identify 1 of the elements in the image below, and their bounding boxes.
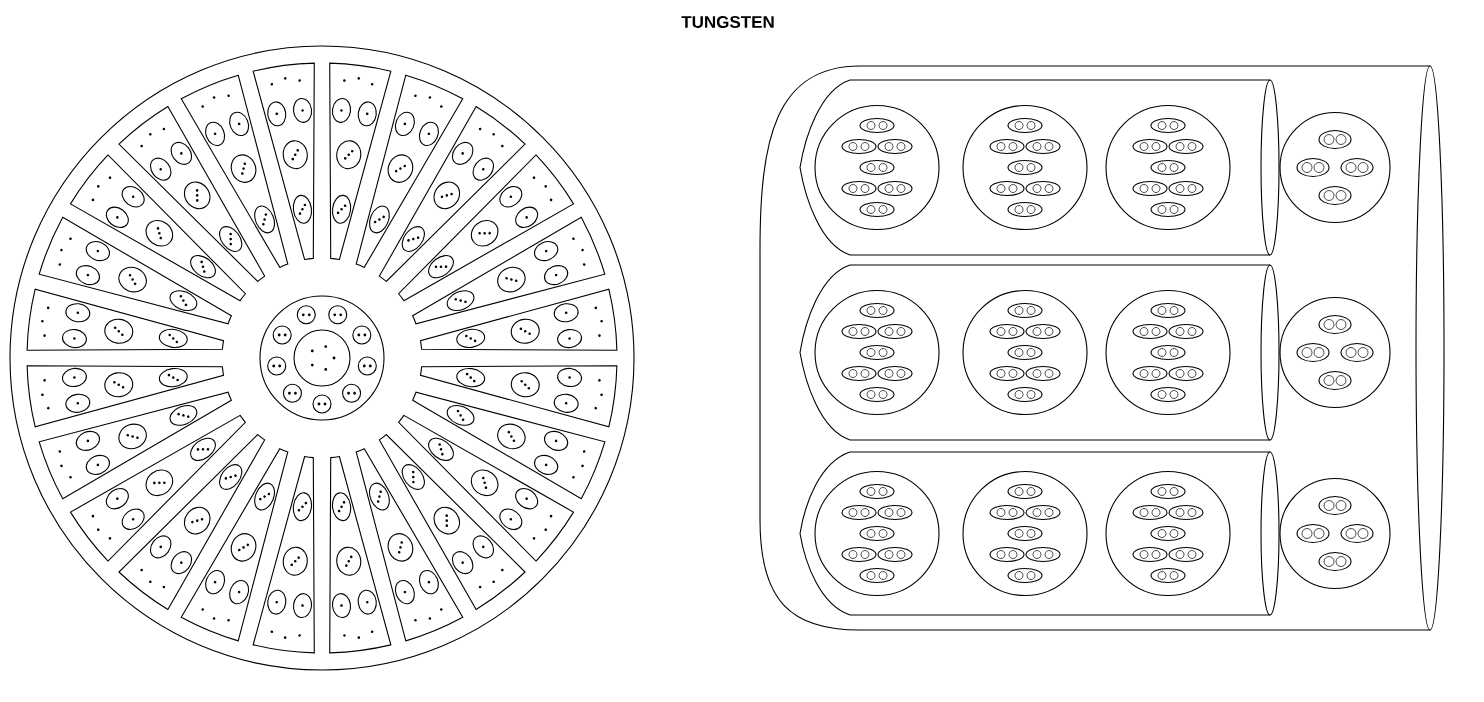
- title: TUNGSTEN: [681, 16, 774, 29]
